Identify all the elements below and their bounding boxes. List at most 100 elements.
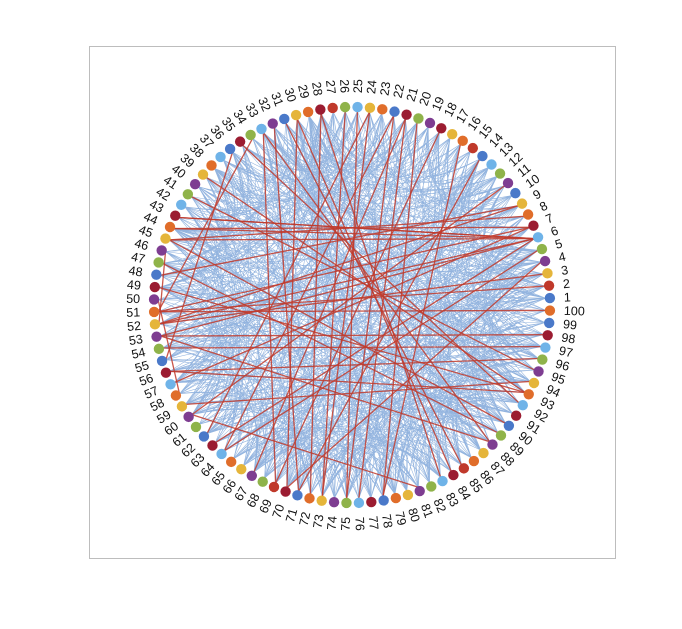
node-40 <box>189 178 201 190</box>
highlight-link <box>309 113 322 495</box>
node-89 <box>495 430 507 441</box>
node-label-5: 5 <box>553 236 564 251</box>
highlight-link <box>190 195 536 371</box>
node-label-42: 42 <box>154 185 173 204</box>
node-82 <box>426 481 437 492</box>
node-90 <box>503 420 515 432</box>
node-label-49: 49 <box>126 278 141 293</box>
node-61 <box>190 421 202 433</box>
node-label-72: 72 <box>297 511 314 528</box>
node-label-20: 20 <box>417 90 435 108</box>
node-label-32: 32 <box>255 95 273 113</box>
node-label-100: 100 <box>564 304 585 319</box>
node-2 <box>543 280 555 291</box>
node-31 <box>279 113 290 125</box>
node-41 <box>182 189 194 200</box>
node-94 <box>528 377 540 389</box>
node-83 <box>437 475 448 487</box>
node-21 <box>401 109 412 120</box>
node-label-6: 6 <box>549 224 560 240</box>
node-label-54: 54 <box>130 345 147 362</box>
highlight-link <box>158 273 544 325</box>
node-label-44: 44 <box>142 210 160 228</box>
node-96 <box>537 354 548 365</box>
node-72 <box>304 493 315 504</box>
node-39 <box>197 169 209 180</box>
node-labels: 1234567891011121314151617181920212223242… <box>126 79 585 531</box>
node-label-52: 52 <box>126 319 141 334</box>
node-86 <box>468 455 480 467</box>
node-label-4: 4 <box>557 250 567 265</box>
highlight-link <box>286 118 298 488</box>
node-label-45: 45 <box>137 223 155 241</box>
node-3 <box>542 268 553 279</box>
highlight-link <box>286 261 542 489</box>
node-65 <box>225 456 237 468</box>
node-label-79: 79 <box>392 510 409 527</box>
node-74 <box>328 496 340 508</box>
node-label-27: 27 <box>323 79 338 94</box>
node-label-55: 55 <box>133 358 150 375</box>
node-45 <box>160 233 171 244</box>
node-label-80: 80 <box>405 506 422 523</box>
node-label-94: 94 <box>544 382 562 400</box>
node-23 <box>377 104 388 115</box>
highlighted-links <box>157 111 546 500</box>
node-24 <box>364 102 376 114</box>
node-label-69: 69 <box>257 497 275 515</box>
node-label-65: 65 <box>209 469 229 489</box>
node-53 <box>151 331 162 342</box>
node-label-57: 57 <box>142 383 160 401</box>
node-14 <box>477 150 488 162</box>
node-87 <box>478 447 489 459</box>
node-label-77: 77 <box>366 515 381 530</box>
node-1 <box>544 292 556 304</box>
node-label-26: 26 <box>337 79 351 93</box>
node-55 <box>156 355 168 367</box>
node-4 <box>539 255 551 267</box>
highlight-link <box>214 238 535 444</box>
highlight-link <box>206 111 371 435</box>
node-36 <box>224 143 236 155</box>
node-label-47: 47 <box>130 250 147 267</box>
node-ring <box>148 101 556 509</box>
node-43 <box>170 210 181 221</box>
node-label-33: 33 <box>243 101 262 120</box>
node-label-19: 19 <box>429 95 447 113</box>
node-34 <box>245 129 256 141</box>
node-85 <box>458 463 470 474</box>
node-44 <box>164 221 176 233</box>
node-label-92: 92 <box>531 406 550 425</box>
node-label-24: 24 <box>364 79 379 94</box>
node-12 <box>494 168 506 179</box>
node-79 <box>390 492 402 504</box>
node-46 <box>156 245 167 256</box>
node-84 <box>448 469 459 481</box>
node-63 <box>207 440 218 451</box>
node-75 <box>341 497 352 509</box>
node-68 <box>257 476 268 487</box>
node-label-41: 41 <box>161 173 180 192</box>
node-label-30: 30 <box>282 86 299 103</box>
highlight-link <box>262 132 491 443</box>
node-98 <box>542 330 553 341</box>
node-66 <box>236 463 247 475</box>
node-label-93: 93 <box>538 394 557 413</box>
highlight-link <box>165 151 234 360</box>
node-label-83: 83 <box>443 490 462 509</box>
node-78 <box>378 495 389 506</box>
node-label-90: 90 <box>516 429 536 449</box>
node-label-58: 58 <box>148 396 167 415</box>
node-22 <box>389 106 400 117</box>
node-73 <box>316 495 327 506</box>
node-19 <box>424 117 436 129</box>
node-label-16: 16 <box>465 114 484 133</box>
node-35 <box>234 136 246 147</box>
highlight-link <box>158 286 526 394</box>
node-label-84: 84 <box>455 484 474 503</box>
node-label-1: 1 <box>564 290 571 304</box>
node-5 <box>536 243 548 255</box>
node-93 <box>523 389 534 400</box>
node-8 <box>522 209 534 220</box>
